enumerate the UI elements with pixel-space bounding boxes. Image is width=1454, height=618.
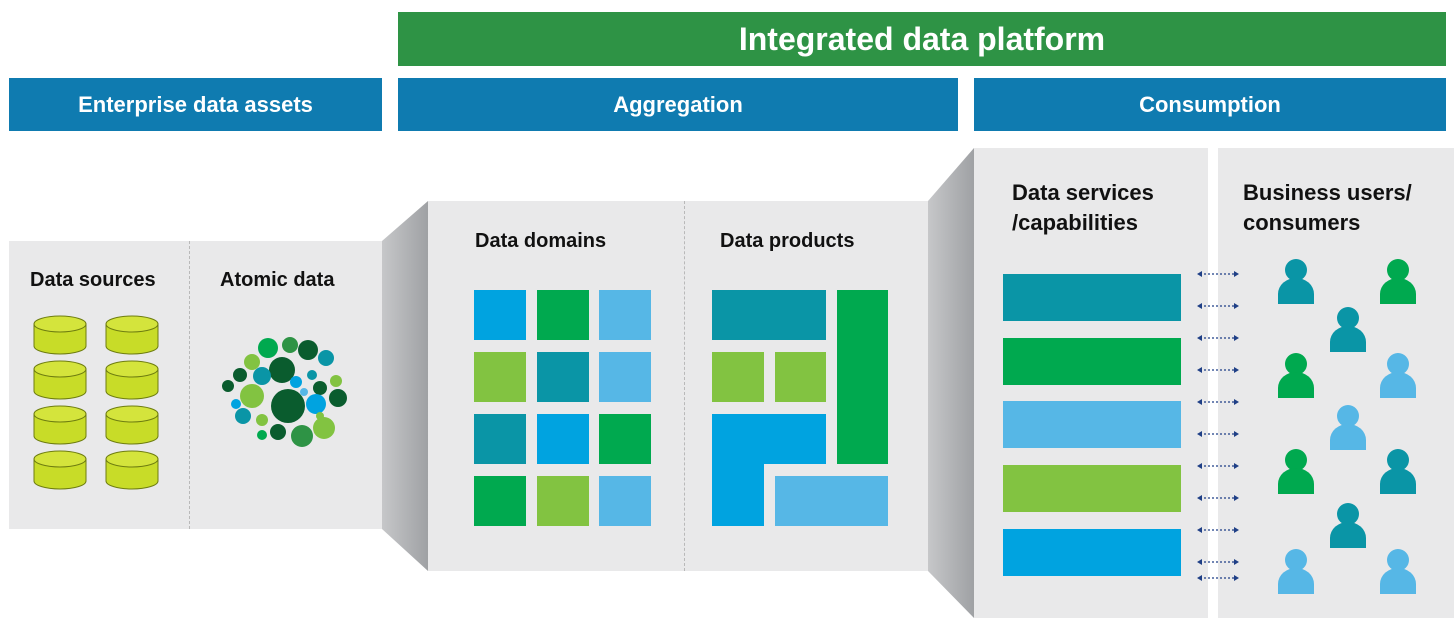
user-icon bbox=[1380, 549, 1416, 594]
domain-tile bbox=[474, 290, 526, 340]
user-icon bbox=[1330, 405, 1366, 450]
data-services-label: Data services /capabilities bbox=[1012, 178, 1154, 238]
domain-tile bbox=[599, 290, 651, 340]
database-icon bbox=[105, 315, 159, 355]
domain-tile bbox=[474, 352, 526, 402]
bidirectional-arrow-icon bbox=[1196, 494, 1240, 502]
domain-tile bbox=[537, 414, 589, 464]
domain-tile bbox=[537, 352, 589, 402]
data-sources-label: Data sources bbox=[30, 269, 156, 291]
domain-tile bbox=[599, 476, 651, 526]
domain-tile bbox=[474, 476, 526, 526]
database-icon bbox=[33, 405, 87, 445]
user-icon bbox=[1380, 259, 1416, 304]
connector-aggregation-consumption bbox=[928, 148, 974, 618]
database-icon bbox=[33, 360, 87, 400]
data-domains-label: Data domains bbox=[475, 230, 607, 252]
user-icon bbox=[1278, 353, 1314, 398]
aggregation-divider bbox=[684, 201, 685, 571]
data-products-label: Data products bbox=[720, 230, 855, 252]
stage-consumption-header: Consumption bbox=[974, 78, 1446, 131]
service-bar bbox=[1003, 401, 1181, 448]
user-icon bbox=[1278, 549, 1314, 594]
business-user-icons bbox=[1278, 259, 1416, 594]
bidirectional-arrow-icon bbox=[1196, 574, 1240, 582]
database-icon bbox=[105, 360, 159, 400]
domain-tile bbox=[599, 352, 651, 402]
data-services-label-line1: Data services bbox=[1012, 180, 1154, 205]
database-icon bbox=[33, 450, 87, 490]
business-users-label: Business users/ consumers bbox=[1243, 178, 1412, 238]
user-icon bbox=[1278, 449, 1314, 494]
product-shape bbox=[775, 476, 888, 526]
bidirectional-arrow-icon bbox=[1196, 430, 1240, 438]
bidirectional-arrows bbox=[1196, 270, 1240, 582]
connector-enterprise-aggregation bbox=[382, 201, 428, 571]
platform-title: Integrated data platform bbox=[398, 12, 1446, 66]
bidirectional-arrow-icon bbox=[1196, 366, 1240, 374]
bidirectional-arrow-icon bbox=[1196, 334, 1240, 342]
product-shape bbox=[712, 414, 826, 526]
service-bar bbox=[1003, 529, 1181, 576]
data-source-cylinders bbox=[33, 315, 159, 490]
business-users-label-line1: Business users/ bbox=[1243, 180, 1412, 205]
service-bar bbox=[1003, 274, 1181, 321]
bidirectional-arrow-icon bbox=[1196, 462, 1240, 470]
database-icon bbox=[105, 450, 159, 490]
product-shape bbox=[775, 352, 826, 402]
domain-tile bbox=[537, 476, 589, 526]
atomic-data-cluster bbox=[222, 337, 347, 447]
user-icon bbox=[1278, 259, 1314, 304]
enterprise-divider bbox=[189, 241, 190, 529]
atomic-data-label: Atomic data bbox=[220, 269, 335, 291]
user-icon bbox=[1380, 353, 1416, 398]
bidirectional-arrow-icon bbox=[1196, 270, 1240, 278]
data-services-label-line2: /capabilities bbox=[1012, 210, 1138, 235]
product-shape bbox=[712, 352, 764, 402]
bidirectional-arrow-icon bbox=[1196, 526, 1240, 534]
database-icon bbox=[105, 405, 159, 445]
product-shape bbox=[712, 290, 826, 340]
bidirectional-arrow-icon bbox=[1196, 398, 1240, 406]
stage-enterprise-header: Enterprise data assets bbox=[9, 78, 382, 131]
user-icon bbox=[1380, 449, 1416, 494]
business-users-label-line2: consumers bbox=[1243, 210, 1361, 235]
service-bar bbox=[1003, 338, 1181, 385]
stage-aggregation-header: Aggregation bbox=[398, 78, 958, 131]
service-bar bbox=[1003, 465, 1181, 512]
database-icon bbox=[33, 315, 87, 355]
product-shape bbox=[837, 290, 888, 464]
domain-tile bbox=[537, 290, 589, 340]
service-bars bbox=[1003, 274, 1181, 576]
data-domain-tiles bbox=[474, 290, 651, 526]
domain-tile bbox=[474, 414, 526, 464]
domain-tile bbox=[599, 414, 651, 464]
bidirectional-arrow-icon bbox=[1196, 302, 1240, 310]
user-icon bbox=[1330, 307, 1366, 352]
bidirectional-arrow-icon bbox=[1196, 558, 1240, 566]
data-product-shapes bbox=[712, 290, 888, 526]
user-icon bbox=[1330, 503, 1366, 548]
